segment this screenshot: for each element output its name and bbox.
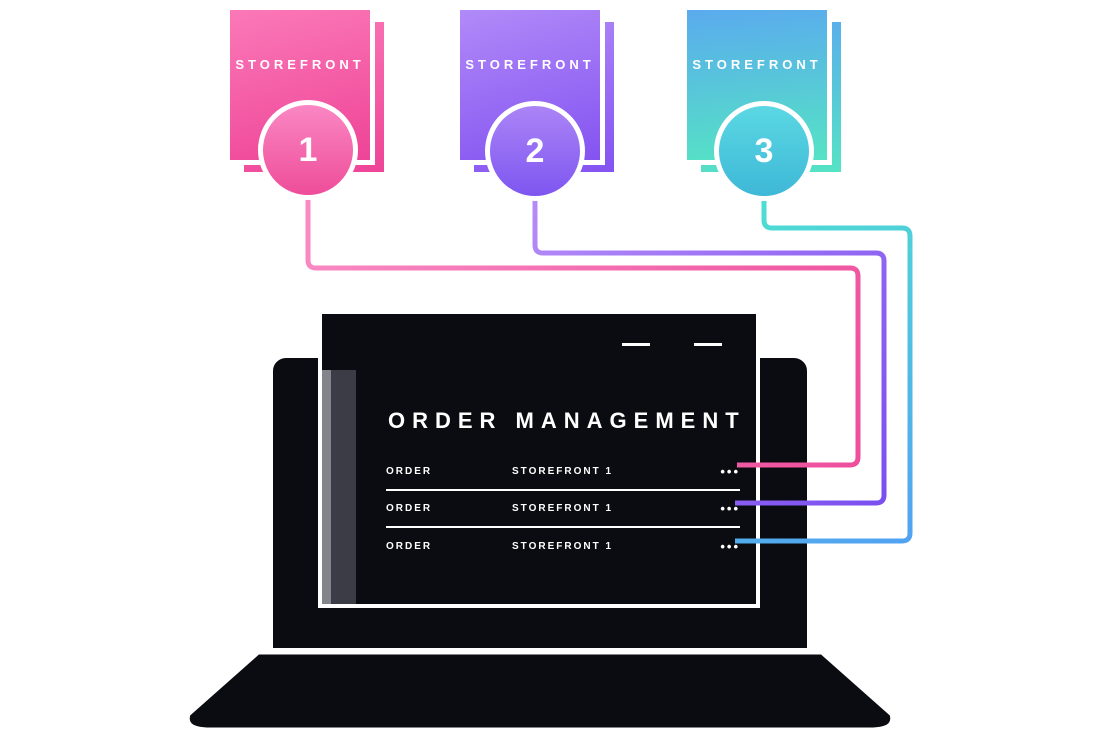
order-label: ORDER	[386, 466, 433, 477]
browser-window: ORDER MANAGEMENT ORDER STOREFRONT 1 ••• …	[318, 310, 760, 608]
more-options-icon: •••	[720, 539, 740, 554]
scrollbar-thumb	[322, 370, 331, 604]
scrollbar-track	[322, 370, 356, 604]
storefront-label: STOREFRONT 1	[512, 466, 614, 477]
order-row: ORDER STOREFRONT 1 •••	[386, 454, 740, 491]
storefront-label: STOREFRONT 1	[512, 503, 614, 514]
window-control-dash-icon	[694, 343, 722, 346]
order-label: ORDER	[386, 503, 433, 514]
laptop-base	[184, 649, 896, 733]
storefront-label: STOREFRONT 1	[512, 541, 614, 552]
page-title: ORDER MANAGEMENT	[388, 408, 746, 433]
more-options-icon: •••	[720, 501, 740, 516]
order-list: ORDER STOREFRONT 1 ••• ORDER STOREFRONT …	[386, 454, 740, 565]
window-control-dash-icon	[622, 343, 650, 346]
more-options-icon: •••	[720, 464, 740, 479]
order-label: ORDER	[386, 541, 433, 552]
order-row: ORDER STOREFRONT 1 •••	[386, 528, 740, 565]
order-row: ORDER STOREFRONT 1 •••	[386, 491, 740, 528]
